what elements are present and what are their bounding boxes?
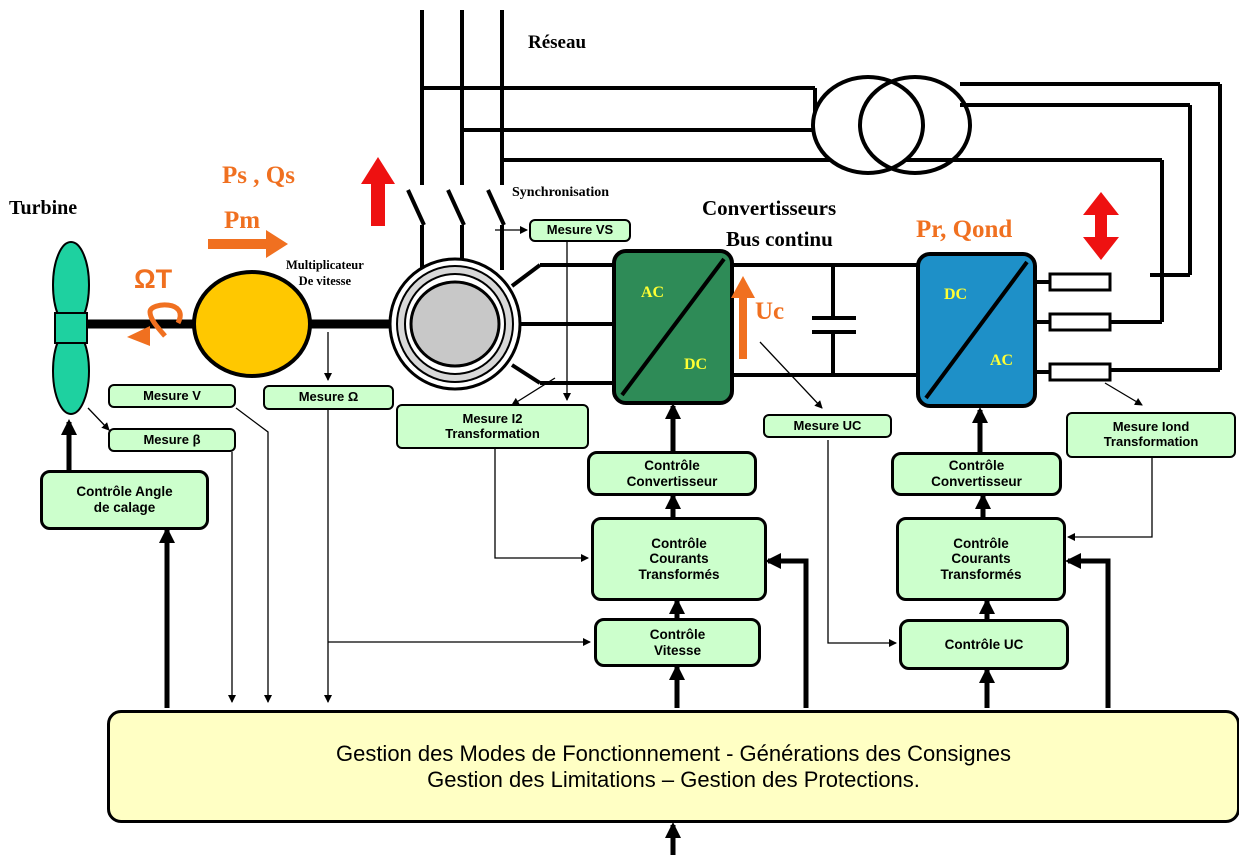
controle-courants-1-box: Contrôle Courants Transformés — [591, 517, 767, 601]
reseau-label: Réseau — [528, 32, 587, 53]
control-arrows — [61, 403, 1111, 855]
mesure-iond-box: Mesure Iond Transformation — [1066, 412, 1236, 458]
transformer — [811, 75, 972, 175]
synchronisation-label: Synchronisation — [512, 185, 609, 200]
controle-convertisseur-1-box: Contrôle Convertisseur — [587, 451, 757, 496]
turbine-label: Turbine — [9, 197, 78, 219]
mesure-omega-box: Mesure Ω — [263, 385, 394, 410]
breaker-switches — [406, 189, 506, 226]
multiplicateur-line1: Multiplicateur — [286, 258, 364, 272]
controle-angle-box: Contrôle Angle de calage — [40, 470, 209, 530]
multiplicateur-label: Multiplicateur De vitesse — [286, 258, 364, 289]
gestion-modes-box: Gestion des Modes de Fonctionnement - Gé… — [107, 710, 1239, 823]
gestion-line2: Gestion des Limitations – Gestion des Pr… — [427, 766, 920, 792]
orange-arrows — [208, 230, 755, 359]
turbine-rotor — [52, 241, 90, 415]
converter-ac-dc — [612, 249, 734, 405]
mesure-vs-box: Mesure VS — [529, 219, 631, 242]
ps-qs-label: Ps , Qs — [222, 162, 295, 189]
mesure-i2-box: Mesure I2 Transformation — [396, 404, 589, 449]
mesure-beta-box: Mesure β — [108, 428, 236, 452]
controle-vitesse-box: Contrôle Vitesse — [594, 618, 761, 667]
converter1-ac-label: AC — [641, 284, 665, 301]
convertisseurs-label: Convertisseurs — [702, 196, 837, 220]
uc-label: Uc — [755, 298, 785, 325]
filter-resistors — [1048, 272, 1112, 382]
generator — [388, 257, 522, 391]
omega-t-label: ΩT — [134, 264, 173, 294]
converter2-dc-label: DC — [944, 286, 968, 303]
pm-label: Pm — [224, 207, 261, 234]
controle-courants-2-box: Contrôle Courants Transformés — [896, 517, 1066, 601]
red-arrows — [361, 157, 1119, 260]
rotor-lines — [510, 263, 1050, 385]
controle-convertisseur-2-box: Contrôle Convertisseur — [891, 452, 1062, 496]
mesure-uc-box: Mesure UC — [763, 414, 892, 438]
controle-uc-box: Contrôle UC — [899, 619, 1069, 670]
bus-continu-label: Bus continu — [726, 227, 833, 251]
gestion-line1: Gestion des Modes de Fonctionnement - Gé… — [335, 740, 1012, 766]
multiplicateur-line2: De vitesse — [298, 273, 352, 288]
multiplier — [192, 270, 312, 378]
pr-qond-label: Pr, Qond — [916, 216, 1013, 243]
converter2-ac-label: AC — [990, 352, 1014, 369]
converter-dc-ac — [916, 252, 1037, 408]
rotation-arrow — [147, 302, 183, 338]
converter1-dc-label: DC — [684, 356, 708, 373]
mesure-v-box: Mesure V — [108, 384, 236, 408]
measurement-connectors — [87, 226, 1153, 703]
